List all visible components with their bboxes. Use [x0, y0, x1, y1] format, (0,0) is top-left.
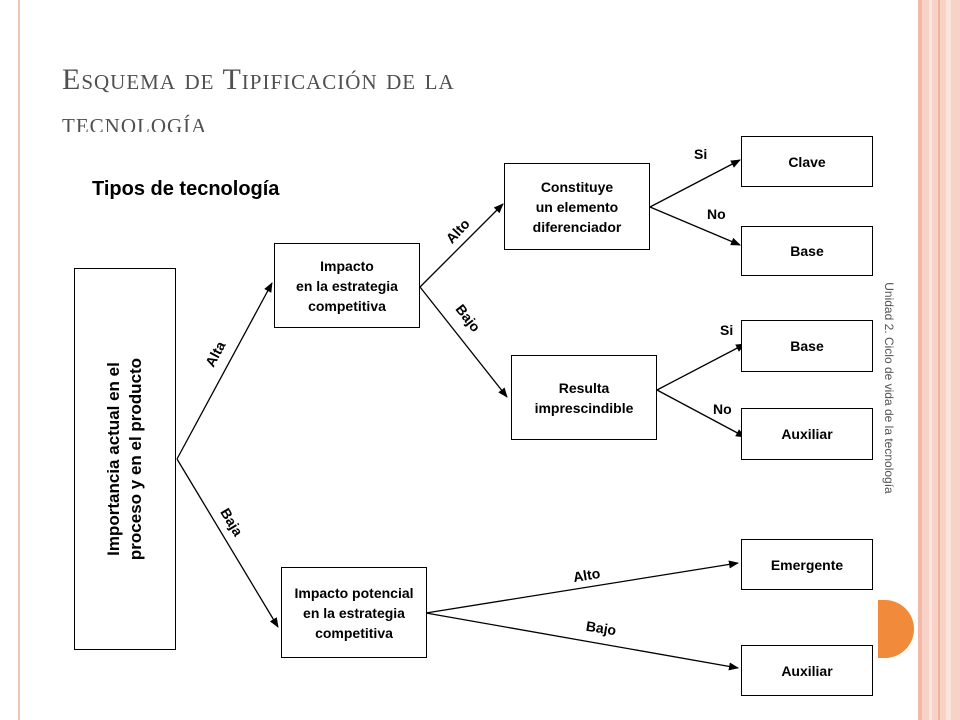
- connector-alto-1: [419, 203, 504, 288]
- right-stripe: [918, 0, 922, 720]
- leaf-auxiliar-1: Auxiliar: [741, 408, 873, 460]
- leaf-auxiliar-2: Auxiliar: [741, 645, 873, 696]
- node-resulta: Resulta imprescindible: [511, 355, 657, 440]
- node-impacto-label: Impacto en la estrategia competitiva: [296, 257, 398, 314]
- connector-bajo-2: [425, 612, 739, 671]
- leaf-clave: Clave: [741, 136, 873, 187]
- leaf-auxiliar-1-label: Auxiliar: [781, 426, 833, 442]
- node-constituye-label: Constituye un elemento diferenciador: [532, 178, 622, 235]
- leaf-base-1: Base: [741, 226, 873, 276]
- slide-title-line-1: Esquema de Tipificación de la: [62, 63, 455, 96]
- connector-alta: [176, 282, 273, 460]
- leaf-base-1-label: Base: [790, 243, 824, 259]
- connector-alto-2: [425, 560, 739, 614]
- edge-label-si-1: Si: [694, 146, 708, 162]
- node-resulta-label: Resulta imprescindible: [534, 379, 634, 416]
- connector-si-1: [649, 159, 741, 208]
- diagram-subtitle: Tipos de tecnología: [92, 178, 280, 200]
- node-constituye: Constituye un elemento diferenciador: [504, 163, 650, 250]
- leaf-base-2-label: Base: [790, 338, 824, 354]
- leaf-auxiliar-2-label: Auxiliar: [781, 662, 833, 679]
- edge-label-no-2: No: [713, 401, 732, 417]
- leaf-base-2: Base: [741, 320, 873, 372]
- node-impacto: Impacto en la estrategia competitiva: [274, 243, 420, 328]
- left-border-line: [18, 0, 20, 720]
- edge-label-no-1: No: [707, 206, 726, 222]
- connector-bajo-1: [419, 286, 508, 398]
- right-stripe: [946, 0, 951, 720]
- node-impacto-potencial: Impacto potencial en la estrategia compe…: [281, 567, 427, 658]
- leaf-emergente-label: Emergente: [770, 556, 844, 573]
- root-node-label: Importancia actual en el proceso y en el…: [104, 357, 145, 561]
- node-impacto-potencial-label: Impacto potencial en la estrategia compe…: [294, 584, 414, 641]
- title-clip: [40, 132, 440, 162]
- connector-baja: [176, 458, 279, 628]
- right-stripe: [938, 0, 940, 720]
- right-stripe: [929, 0, 932, 720]
- root-node-box: [74, 268, 176, 650]
- connector-no-1: [649, 206, 741, 246]
- connector-no-2: [656, 389, 746, 438]
- leaf-emergente: Emergente: [741, 539, 873, 590]
- connector-si-2: [656, 343, 746, 391]
- edge-label-si-2: Si: [720, 322, 734, 338]
- leaf-clave-label: Clave: [788, 153, 826, 170]
